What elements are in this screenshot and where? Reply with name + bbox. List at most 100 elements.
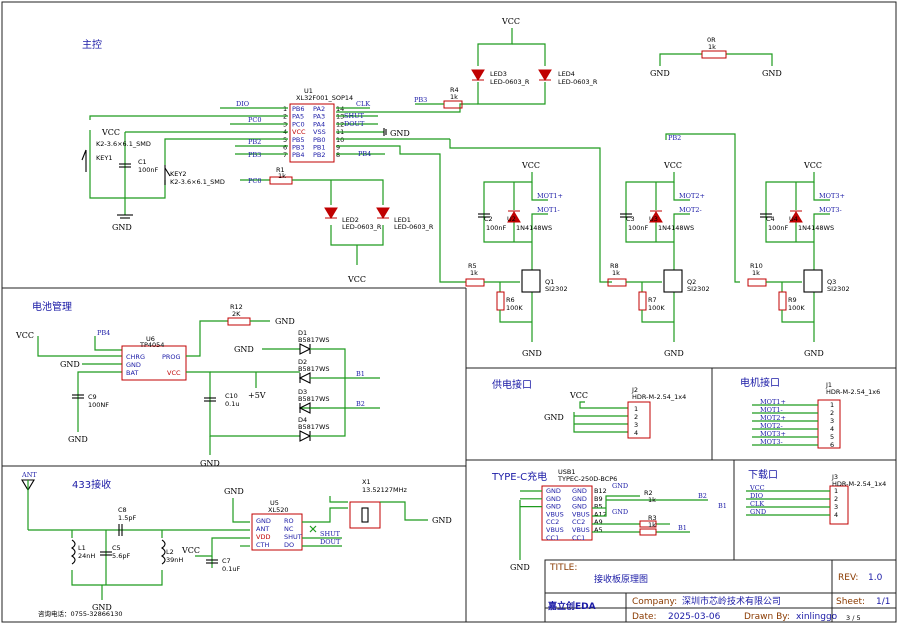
vcc-motor: VCC — [521, 161, 540, 170]
net-shut-rf: SHUT — [320, 530, 341, 538]
u1-pin-pb4: PB4 — [292, 151, 305, 159]
motor-mosfet-ref: Q3 — [827, 278, 836, 286]
vcc-led34: VCC — [501, 17, 520, 26]
u1-pin-pb2: PB2 — [313, 151, 326, 159]
usb1-pin-name: GND — [546, 503, 561, 511]
key2-ref: KEY2 — [170, 170, 186, 178]
j2-part: HDR-M-2.54_1x4 — [632, 393, 686, 401]
gnd-motor: GND — [522, 349, 542, 358]
u1-pinnum: 8 — [336, 151, 340, 159]
j1-pin: 5 — [830, 433, 834, 441]
company-label: Company: — [632, 597, 677, 607]
contact-phone: 咨询电话：0755-32866130 — [38, 609, 122, 618]
motor-diode — [649, 211, 663, 223]
c9-capacitor — [72, 394, 84, 399]
c9-val: 100NF — [88, 401, 109, 409]
j2-ref: J2 — [631, 386, 638, 394]
gnd-j2: GND — [544, 413, 564, 422]
led3-diode — [471, 69, 485, 81]
u1-pin-pb0: PB0 — [313, 136, 326, 144]
title-block: TITLE: 接收板原理图 REV: 1.0 嘉立创EDA Company: 深… — [544, 559, 897, 623]
c8-ref: C8 — [118, 506, 127, 514]
u1-pinnum: 6 — [283, 144, 287, 152]
r4-ref: R4 — [450, 86, 459, 94]
net-pb4-batt: PB4 — [97, 329, 110, 337]
j1-net: MOT3- — [760, 438, 783, 446]
key2-switch — [164, 165, 171, 185]
motor-pulldown — [496, 291, 505, 311]
vcc-motor: VCC — [663, 161, 682, 170]
u5-pin-vdd: VDD — [256, 533, 270, 541]
motor-channels: VCCC2100nFU21N4148WSMOT1+MOT1-R51kR6100K… — [465, 161, 850, 358]
gnd-r0-left: GND — [650, 69, 670, 78]
section-433-rx: 433接收 — [72, 478, 111, 491]
gnd-symbol — [117, 214, 133, 219]
motor-mosfet — [803, 269, 823, 293]
j2-pin: 3 — [634, 421, 638, 429]
u6-pin-chrg: CHRG — [126, 353, 145, 361]
section-motor-port: 电机接口 — [740, 376, 780, 389]
motor-gate-ref: R10 — [750, 262, 763, 270]
usb1-pin-name: CC1 — [546, 534, 559, 542]
led3-part: LED-0603_R — [490, 78, 530, 86]
plus5v: +5V — [248, 391, 266, 400]
u6-pin-prog: PROG — [162, 353, 181, 361]
r12-ref: R12 — [230, 303, 243, 311]
u1-pin-pa4: PA4 — [313, 120, 325, 128]
net-pb2-u1: PB2 — [248, 138, 261, 146]
motor-cap-ref: C3 — [626, 215, 635, 223]
r12-resistor — [227, 317, 251, 326]
date-value: 2025-03-06 — [668, 612, 721, 622]
u1-pin-pa3: PA3 — [313, 113, 325, 121]
u1-pin-pa5: PA5 — [292, 113, 304, 121]
u1-pinnum: 5 — [283, 136, 287, 144]
led1-part: LED-0603_R — [394, 223, 434, 231]
motor-diode — [789, 211, 803, 223]
u1-pin-pc0: PC0 — [292, 120, 305, 128]
j1-pin: 2 — [830, 409, 834, 417]
net-mot-plus: MOT3+ — [819, 192, 845, 200]
net-b2-usb: B2 — [698, 492, 707, 500]
diode-ref: D3 — [298, 388, 307, 396]
u1-pinnum: 14 — [336, 105, 344, 113]
led4-part: LED-0603_R — [558, 78, 598, 86]
date-label: Date: — [632, 612, 657, 622]
u6-pin-vcc: VCC — [167, 369, 181, 377]
usb1-pinnum: A12 — [594, 510, 607, 518]
gnd-c9: GND — [68, 435, 88, 444]
usb1-ref: USB1 — [558, 468, 575, 476]
j2-pin: 4 — [634, 429, 638, 437]
j1-net: MOT2- — [760, 422, 783, 430]
nc-marker — [309, 525, 317, 533]
l2-ref: L2 — [166, 548, 174, 556]
motor-pulldown-val: 100K — [788, 304, 805, 312]
u1-part: XL32F001_SOP14 — [296, 94, 353, 102]
u1-mcu: U1 XL32F001_SOP14 PB61PA52PC03VCC4PB55PB… — [283, 87, 353, 163]
section-typec: TYPE-C充电 — [491, 470, 547, 483]
j2-pin: 2 — [634, 413, 638, 421]
usb1-pin-name: VBUS — [546, 510, 564, 518]
gnd-rf: GND — [92, 603, 112, 612]
led2-diode — [324, 207, 338, 219]
j3-ref: J3 — [831, 473, 838, 481]
motor-gate-ref: R8 — [610, 262, 619, 270]
j3-part: HDR-M-2.54_1x4 — [832, 480, 886, 488]
u5-pin-cth: CTH — [256, 541, 270, 549]
net-gnd-usb2: GND — [612, 508, 628, 516]
title-label: TITLE: — [549, 563, 577, 573]
j1-net: MOT2+ — [760, 414, 786, 422]
page-indicator: 3 / 5 — [846, 614, 861, 622]
j3-pin: 1 — [834, 487, 838, 495]
x1-crystal — [349, 501, 381, 529]
diode-val: B5817WS — [298, 395, 330, 403]
motor-cap-val: 100nF — [768, 224, 789, 232]
motor-channel-3: VCCC4100nFU41N4148WSMOT3+MOT3-R101kR9100… — [747, 161, 850, 358]
motor-mosfet-ref: Q1 — [545, 278, 554, 286]
